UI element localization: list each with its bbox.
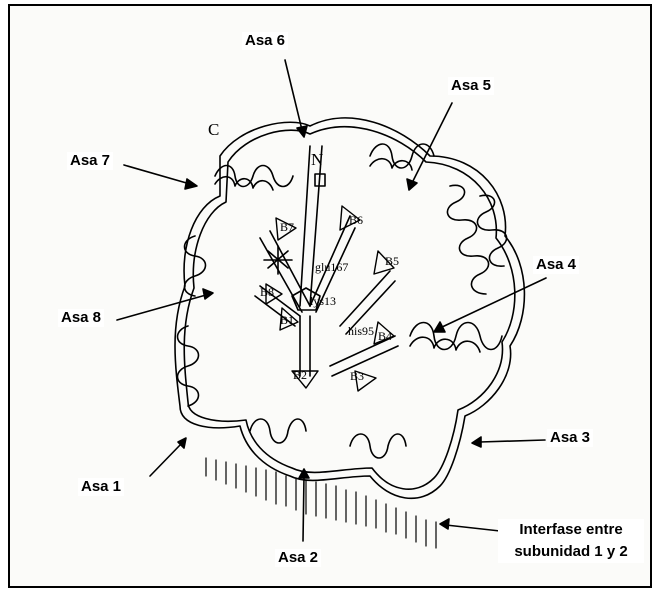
strand-b7-label: B7 (280, 220, 294, 235)
label-asa-8: Asa 8 (58, 309, 104, 327)
label-asa-5: Asa 5 (448, 77, 494, 95)
label-asa-4: Asa 4 (533, 256, 579, 274)
helix-lower-right (410, 323, 502, 353)
strand-b3-label: B3 (350, 369, 364, 384)
strand-b1-label: B1 (280, 313, 294, 328)
label-asa-7: Asa 7 (67, 152, 113, 170)
strand-b4-label: B4 (378, 329, 392, 344)
strand-b6-label: B6 (349, 213, 363, 228)
label-interface: Interfase entre subunidad 1 y 2 (498, 519, 644, 563)
n-terminus-label: N (311, 150, 323, 170)
residue-his95-label: his95 (348, 324, 374, 339)
strand-b2-label: B2 (293, 368, 307, 383)
active-site-star (264, 246, 292, 274)
label-asa-2: Asa 2 (275, 549, 321, 567)
label-asa-3: Asa 3 (547, 429, 593, 447)
label-asa-1: Asa 1 (78, 478, 124, 496)
residue-glu167-label: glu167 (315, 260, 348, 275)
strand-b8-label: B8 (260, 285, 274, 300)
figure-frame: C N B7 B6 B5 B8 B1 B4 B2 B3 glu167 lys13… (8, 4, 652, 588)
c-terminus-label: C (208, 120, 219, 140)
residue-lys13-label: lys13 (310, 294, 336, 309)
helix-bottom (250, 419, 406, 458)
helix-left (178, 236, 206, 406)
label-asa-6: Asa 6 (242, 32, 288, 50)
strand-b5-label: B5 (385, 254, 399, 269)
